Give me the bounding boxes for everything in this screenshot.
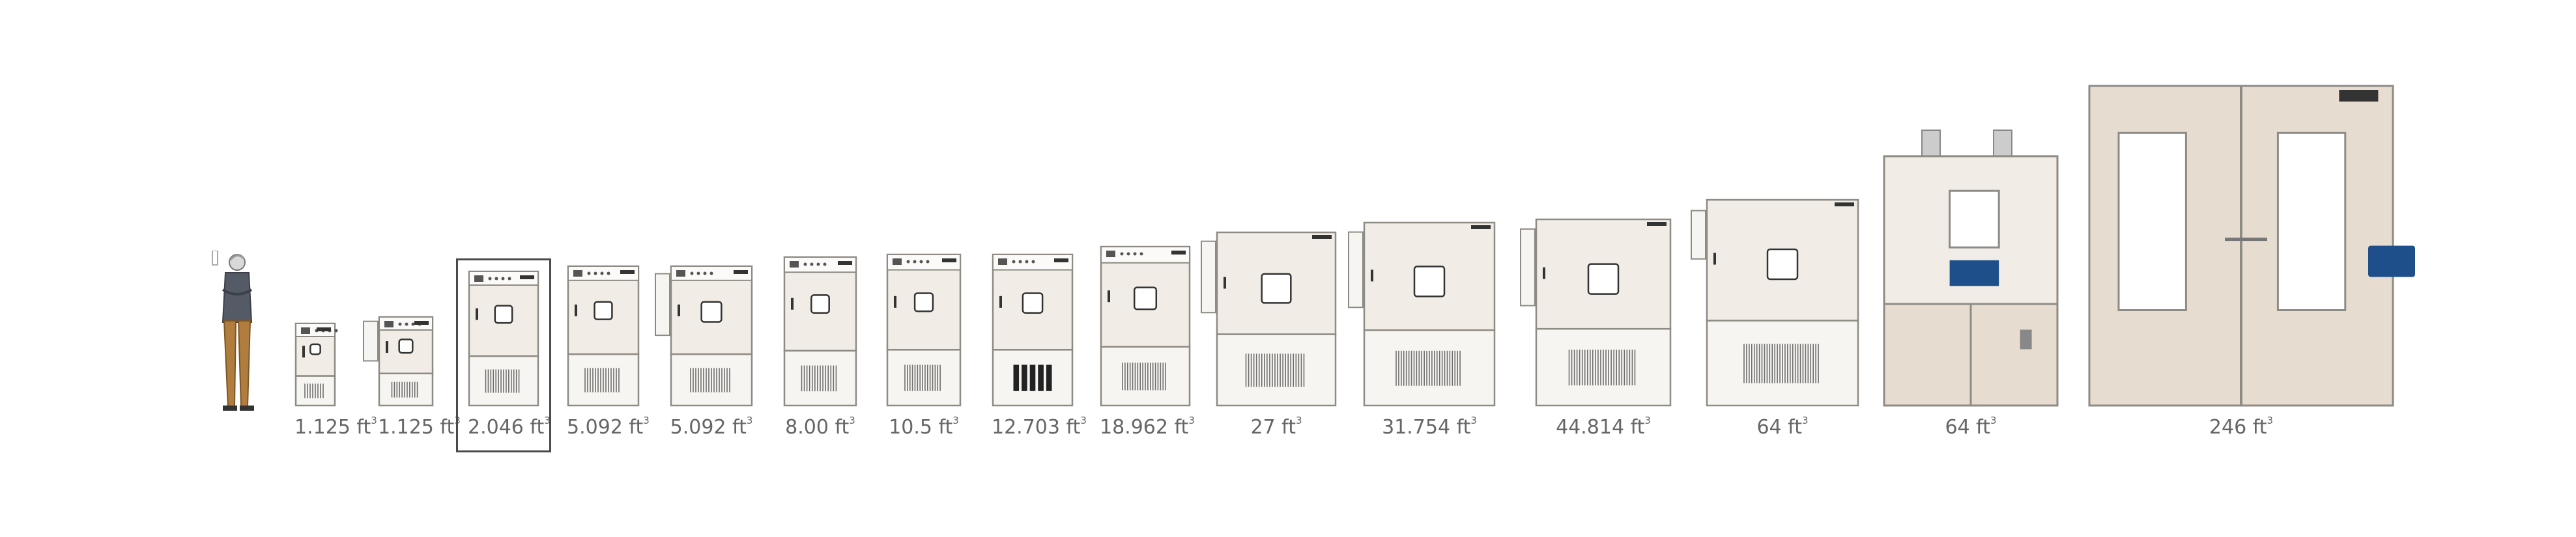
capacity-value: 18.962 ft bbox=[1100, 416, 1189, 439]
chamber-illustration bbox=[2088, 85, 2415, 407]
capacity-value: 2.046 ft bbox=[468, 416, 545, 439]
chamber-illustration bbox=[992, 253, 1074, 407]
chamber-9[interactable]: 18.962 ft3 bbox=[1100, 245, 1195, 446]
chamber-15[interactable]: 246 ft3 bbox=[2088, 85, 2415, 446]
chamber-12[interactable]: 44.814 ft3 bbox=[1520, 218, 1672, 446]
capacity-unit-superscript: 3 bbox=[1801, 415, 1809, 426]
capacity-unit-superscript: 3 bbox=[643, 415, 650, 426]
chamber-illustration bbox=[294, 322, 338, 407]
capacity-unit-superscript: 3 bbox=[371, 415, 377, 426]
capacity-label: 1.125 ft3 bbox=[294, 415, 377, 439]
capacity-value: 64 ft bbox=[1756, 416, 1802, 439]
chamber-illustration bbox=[1691, 199, 1859, 407]
capacity-label: 64 ft3 bbox=[1883, 415, 2059, 439]
chamber-illustration bbox=[783, 256, 857, 407]
capacity-label: 64 ft3 bbox=[1706, 415, 1859, 439]
capacity-label: 12.703 ft3 bbox=[992, 415, 1087, 439]
capacity-value: 1.125 ft bbox=[378, 416, 455, 439]
capacity-value: 27 ft bbox=[1250, 416, 1296, 439]
capacity-value: 5.092 ft bbox=[670, 416, 747, 439]
chamber-13[interactable]: 64 ft3 bbox=[1691, 199, 1859, 446]
chamber-6[interactable]: 8.00 ft3 bbox=[783, 256, 857, 446]
capacity-unit-superscript: 3 bbox=[1295, 415, 1302, 426]
capacity-value: 12.703 ft bbox=[992, 416, 1081, 439]
capacity-label: 44.814 ft3 bbox=[1535, 415, 1672, 439]
capacity-unit-superscript: 3 bbox=[1644, 415, 1651, 426]
capacity-unit-superscript: 3 bbox=[1470, 415, 1477, 426]
capacity-unit-superscript: 3 bbox=[1080, 415, 1087, 426]
capacity-label: 27 ft3 bbox=[1216, 415, 1337, 439]
chamber-10[interactable]: 27 ft3 bbox=[1201, 231, 1337, 446]
chamber-8[interactable]: 12.703 ft3 bbox=[992, 253, 1087, 446]
capacity-value: 5.092 ft bbox=[567, 416, 644, 439]
capacity-label: 5.092 ft3 bbox=[567, 415, 650, 439]
capacity-label: 5.092 ft3 bbox=[670, 415, 753, 439]
chamber-illustration bbox=[363, 316, 434, 407]
capacity-value: 64 ft bbox=[1945, 416, 1990, 439]
capacity-unit-superscript: 3 bbox=[1990, 415, 1997, 426]
chamber-illustration bbox=[567, 265, 640, 407]
capacity-unit-superscript: 3 bbox=[544, 415, 551, 426]
capacity-value: 31.754 ft bbox=[1382, 416, 1471, 439]
chamber-illustration bbox=[1201, 231, 1337, 407]
capacity-unit-superscript: 3 bbox=[2267, 415, 2274, 426]
capacity-value: 246 ft bbox=[2209, 416, 2267, 439]
capacity-value: 8.00 ft bbox=[785, 416, 850, 439]
capacity-value: 1.125 ft bbox=[294, 416, 371, 439]
capacity-label: 1.125 ft3 bbox=[378, 415, 461, 439]
person-silhouette-icon bbox=[212, 251, 254, 411]
capacity-label: 8.00 ft3 bbox=[783, 415, 857, 439]
chamber-3[interactable]: 2.046 ft3 bbox=[468, 270, 551, 446]
chamber-illustration bbox=[468, 270, 539, 407]
chamber-5[interactable]: 5.092 ft3 bbox=[655, 265, 753, 446]
selected-chamber-frame bbox=[456, 258, 551, 452]
chamber-7[interactable]: 10.5 ft3 bbox=[886, 253, 962, 446]
chamber-1[interactable]: 1.125 ft3 bbox=[294, 322, 377, 446]
capacity-value: 10.5 ft bbox=[889, 416, 953, 439]
chamber-illustration bbox=[1100, 245, 1191, 407]
chamber-illustration bbox=[1883, 130, 2059, 407]
chamber-11[interactable]: 31.754 ft3 bbox=[1348, 221, 1496, 446]
capacity-unit-superscript: 3 bbox=[952, 415, 959, 426]
capacity-label: 246 ft3 bbox=[2088, 415, 2394, 439]
capacity-label: 18.962 ft3 bbox=[1100, 415, 1195, 439]
chamber-illustration bbox=[1348, 221, 1496, 407]
capacity-unit-superscript: 3 bbox=[746, 415, 753, 426]
capacity-value: 44.814 ft bbox=[1556, 416, 1645, 439]
chamber-illustration bbox=[1520, 218, 1672, 407]
capacity-label: 10.5 ft3 bbox=[886, 415, 962, 439]
capacity-unit-superscript: 3 bbox=[849, 415, 855, 426]
chamber-2[interactable]: 1.125 ft3 bbox=[363, 316, 461, 446]
chamber-4[interactable]: 5.092 ft3 bbox=[567, 265, 650, 446]
chamber-illustration bbox=[655, 265, 753, 407]
capacity-unit-superscript: 3 bbox=[1188, 415, 1195, 426]
chamber-14[interactable]: 64 ft3 bbox=[1883, 130, 2059, 446]
chamber-illustration bbox=[886, 253, 962, 407]
capacity-label: 2.046 ft3 bbox=[468, 415, 551, 439]
capacity-label: 31.754 ft3 bbox=[1363, 415, 1496, 439]
